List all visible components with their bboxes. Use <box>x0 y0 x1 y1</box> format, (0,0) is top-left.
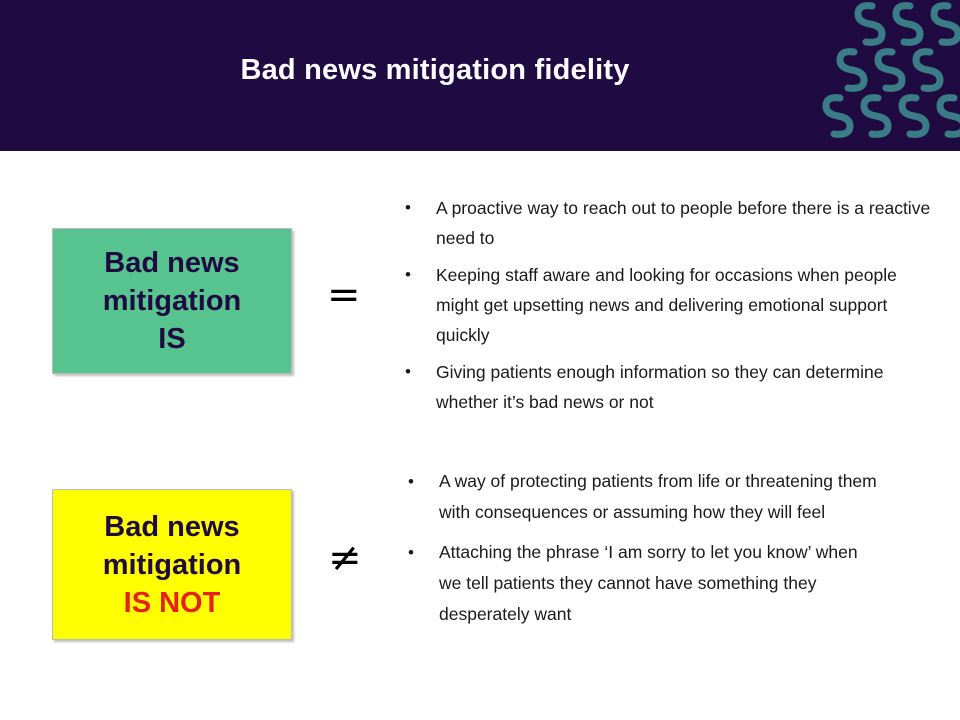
is-box-line-1: Bad news <box>104 247 240 279</box>
header-banner: Bad news mitigation fidelity <box>0 0 960 151</box>
bullet-icon: • <box>405 265 411 284</box>
bullet-icon: • <box>405 362 411 381</box>
list-item: • A proactive way to reach out to people… <box>405 193 935 253</box>
is-box-line-3: IS <box>158 323 186 355</box>
bullet-text: Giving patients enough information so th… <box>436 362 884 412</box>
is-not-box-line-2: mitigation <box>102 548 242 581</box>
bullet-text: A way of protecting patients from life o… <box>439 471 877 522</box>
bullet-icon: • <box>405 198 411 217</box>
not-equals-sign: ≠ <box>328 535 362 581</box>
list-item: • Attaching the phrase ‘I am sorry to le… <box>408 537 878 630</box>
is-box-line-2: mitigation <box>102 285 242 317</box>
is-bullet-list: • A proactive way to reach out to people… <box>405 193 935 424</box>
bullet-text: A proactive way to reach out to people b… <box>436 198 931 248</box>
list-item: • A way of protecting patients from life… <box>408 466 878 528</box>
is-not-box-line-1: Bad news <box>104 510 240 543</box>
bullet-icon: • <box>408 543 414 562</box>
list-item: • Giving patients enough information so … <box>405 357 935 417</box>
decorative-s-pattern-icon <box>822 2 960 138</box>
equals-sign: = <box>327 272 361 318</box>
page-title: Bad news mitigation fidelity <box>240 54 630 86</box>
bullet-icon: • <box>408 472 414 491</box>
list-item: • Keeping staff aware and looking for oc… <box>405 260 935 350</box>
is-not-bullet-list: • A way of protecting patients from life… <box>408 466 878 639</box>
bullet-text: Attaching the phrase ‘I am sorry to let … <box>439 542 858 624</box>
is-not-box: Bad news mitigation IS NOT <box>52 489 292 640</box>
is-not-box-line-3: IS NOT <box>123 586 221 619</box>
is-box: Bad news mitigation IS <box>52 228 292 374</box>
bullet-text: Keeping staff aware and looking for occa… <box>436 265 897 345</box>
